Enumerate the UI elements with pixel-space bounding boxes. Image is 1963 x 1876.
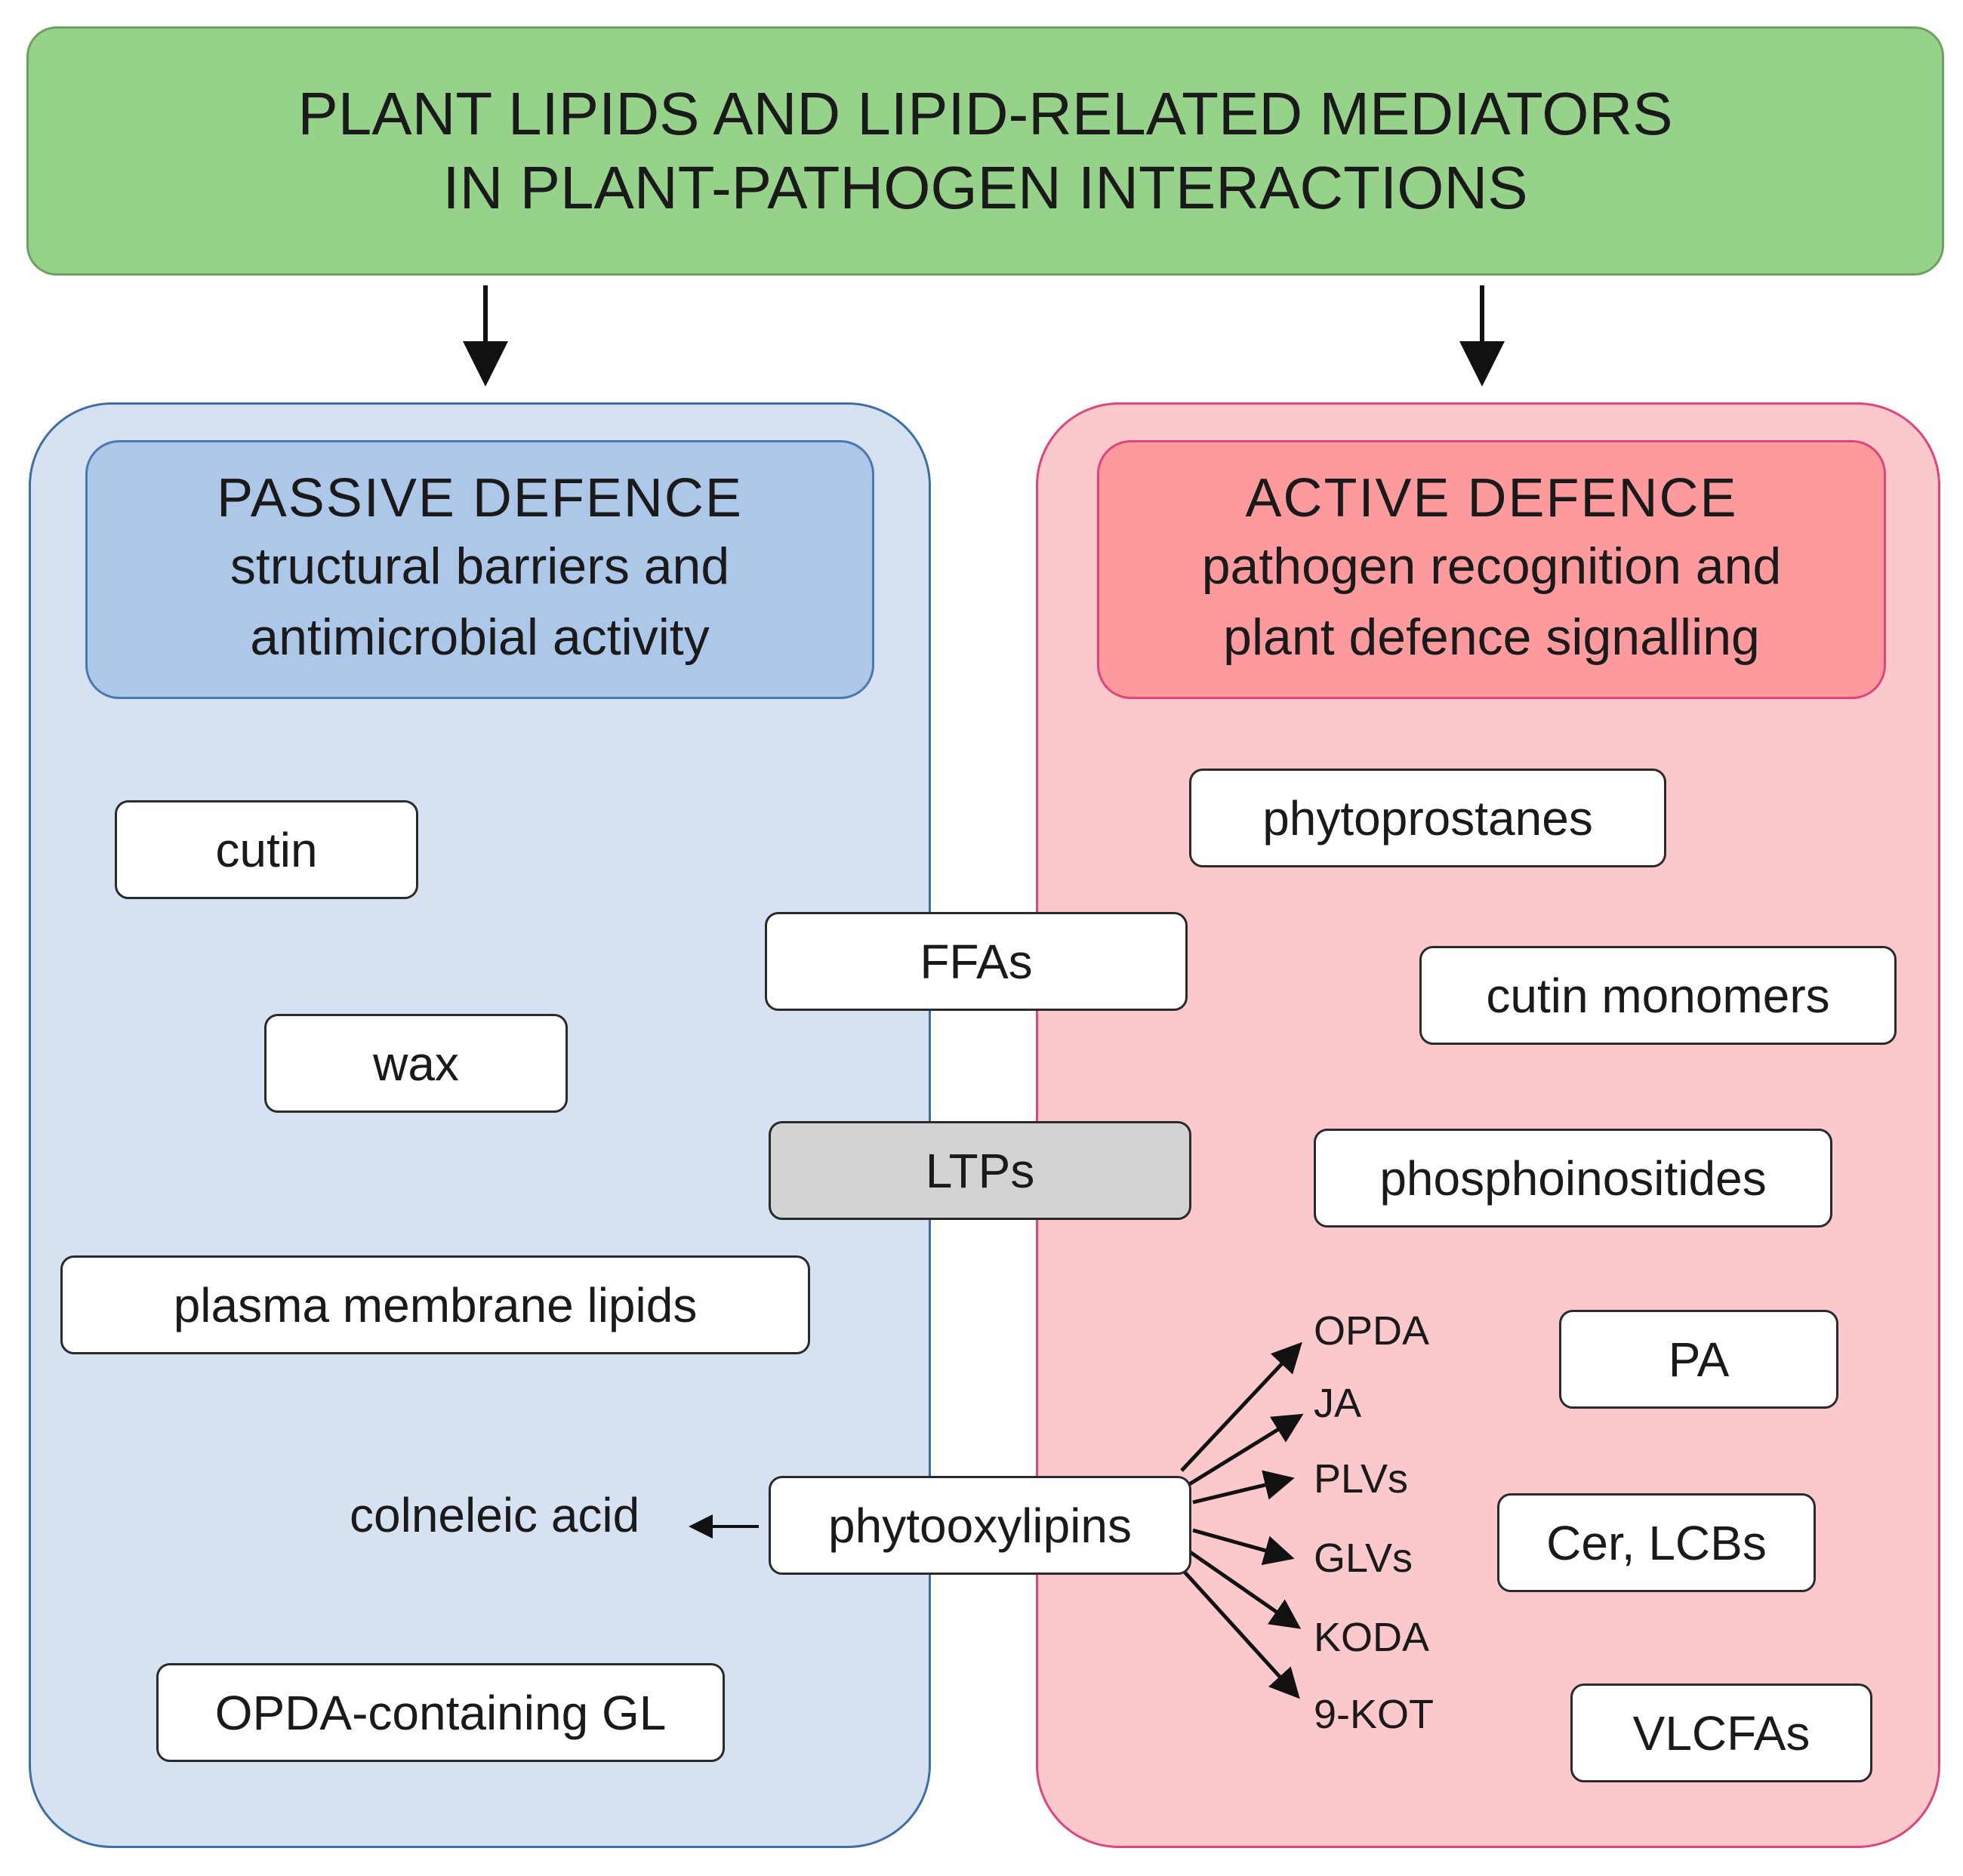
opda-containing-gl-box: OPDA-containing GL <box>156 1663 725 1762</box>
cutin-monomers-box: cutin monomers <box>1419 946 1897 1045</box>
plasma-membrane-lipids-box: plasma membrane lipids <box>60 1255 810 1354</box>
arrow-to-glvs <box>1192 1528 1295 1566</box>
phosphoinositides-box: phosphoinositides <box>1314 1129 1832 1228</box>
koda-label: KODA <box>1314 1615 1430 1660</box>
passive-defence-header: PASSIVE DEFENCE structural barriers and … <box>85 440 874 699</box>
title-line-1: PLANT LIPIDS AND LIPID-RELATED MEDIATORS <box>297 80 1673 148</box>
passive-defence-subtitle-1: structural barriers and <box>230 537 730 595</box>
vlcfas-box: VLCFAs <box>1570 1683 1872 1782</box>
pa-box: PA <box>1559 1310 1838 1409</box>
title-line-2: IN PLANT-PATHOGEN INTERACTIONS <box>442 154 1528 221</box>
arrow-to-opda <box>1180 1342 1302 1472</box>
arrow-to-plvs <box>1192 1470 1295 1505</box>
active-defence-subtitle-2: plant defence signalling <box>1223 608 1760 666</box>
ltps-box: LTPs <box>769 1121 1191 1220</box>
active-defence-heading: ACTIVE DEFENCE <box>1245 468 1738 529</box>
ffas-box: FFAs <box>765 912 1188 1011</box>
phytoprostanes-box: phytoprostanes <box>1189 769 1666 867</box>
9-kot-label: 9-KOT <box>1314 1692 1434 1737</box>
arrow-to-koda <box>1188 1549 1302 1629</box>
title-box: PLANT LIPIDS AND LIPID-RELATED MEDIATORS… <box>26 26 1944 276</box>
colneleic-acid-label: colneleic acid <box>350 1488 640 1542</box>
cutin-box: cutin <box>115 800 418 899</box>
passive-defence-heading: PASSIVE DEFENCE <box>217 468 743 529</box>
passive-defence-subtitle-2: antimicrobial activity <box>250 608 710 666</box>
plvs-label: PLVs <box>1314 1456 1409 1502</box>
opda-label: OPDA <box>1314 1308 1430 1354</box>
phytooxylipins-box: phytooxylipins <box>769 1476 1191 1575</box>
active-defence-header: ACTIVE DEFENCE pathogen recognition and … <box>1097 440 1886 699</box>
wax-box: wax <box>264 1014 568 1113</box>
active-defence-subtitle-1: pathogen recognition and <box>1201 537 1782 595</box>
cer-lcbs-box: Cer, LCBs <box>1497 1493 1816 1592</box>
glvs-label: GLVs <box>1314 1536 1413 1581</box>
arrow-to-ja <box>1185 1413 1304 1488</box>
arrow-to-9kot <box>1180 1567 1300 1699</box>
ja-label: JA <box>1314 1381 1362 1426</box>
